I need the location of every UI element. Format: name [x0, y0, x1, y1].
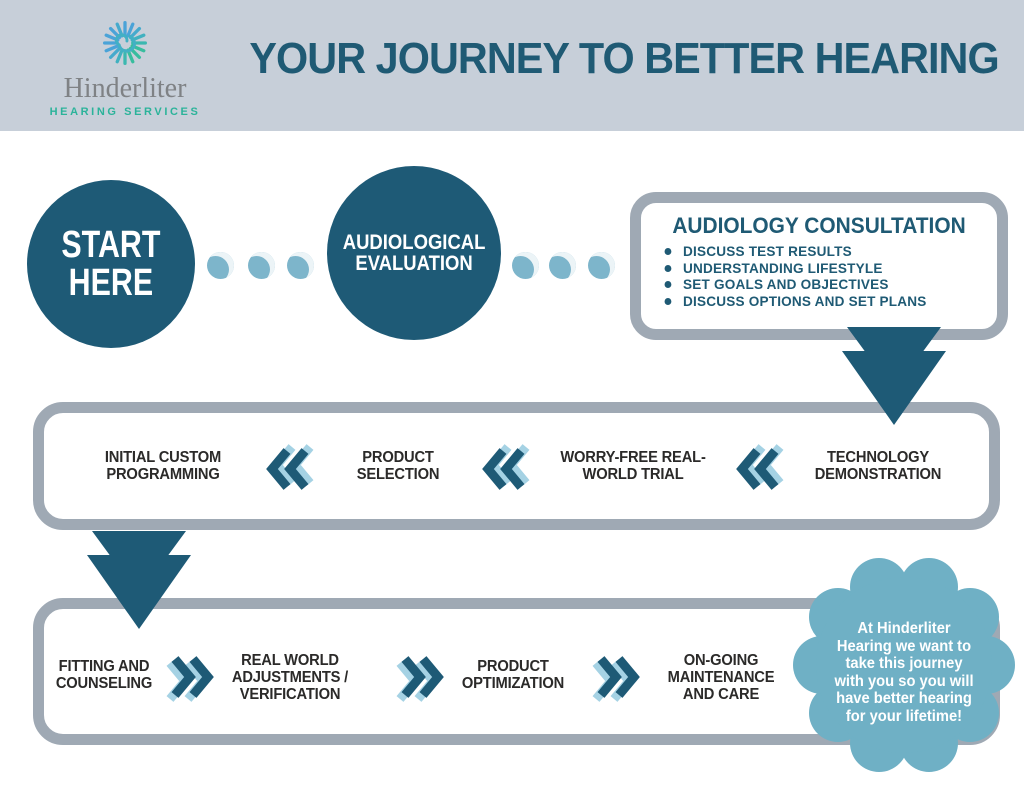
consultation-title: AUDIOLOGY CONSULTATION — [672, 213, 966, 238]
step-line: AND CARE — [682, 686, 760, 703]
step-line: COUNSELING — [55, 675, 153, 692]
double-chevron-left-icon — [482, 444, 530, 490]
badge-text: At Hinderliter Hearing we want to take t… — [802, 558, 1005, 772]
step-line: SELECTION — [356, 466, 440, 483]
consultation-bullet-list: DISCUSS TEST RESULTS UNDERSTANDING LIFES… — [641, 243, 997, 309]
audiological-evaluation-circle: AUDIOLOGICAL EVALUATION — [327, 166, 501, 340]
step-initial-custom-programming: INITIAL CUSTOM PROGRAMMING — [83, 449, 243, 483]
step-technology-demonstration: TECHNOLOGY DEMONSTRATION — [792, 449, 964, 483]
page-title: YOUR JOURNEY TO BETTER HEARING — [249, 34, 999, 83]
progress-dot-icon — [512, 252, 539, 279]
step-line: TECHNOLOGY — [826, 449, 930, 466]
promise-badge: At Hinderliter Hearing we want to take t… — [793, 558, 1015, 772]
progress-dot-icon — [588, 252, 615, 279]
progress-dot-icon — [287, 252, 314, 279]
step-line: ADJUSTMENTS / — [231, 669, 349, 686]
logo-name: Hinderliter — [63, 73, 187, 104]
step-line: VERIFICATION — [239, 686, 341, 703]
evaluation-line: AUDIOLOGICAL — [342, 231, 486, 254]
double-chevron-left-icon — [266, 444, 314, 490]
step-line: FITTING AND — [58, 658, 150, 675]
step-line: INITIAL CUSTOM — [104, 449, 222, 466]
step-product-optimization: PRODUCT OPTIMIZATION — [438, 658, 588, 692]
down-arrow-icon — [87, 531, 191, 629]
start-here-circle: START HERE — [27, 180, 195, 348]
evaluation-line: EVALUATION — [355, 252, 473, 275]
double-chevron-right-icon — [592, 656, 640, 702]
step-line: REAL WORLD — [241, 652, 339, 669]
step-worry-free-trial: WORRY-FREE REAL- WORLD TRIAL — [548, 449, 718, 483]
badge-line: with you so you will — [834, 672, 974, 690]
badge-line: take this journey — [845, 655, 963, 672]
step-line: PROGRAMMING — [106, 466, 220, 483]
step-fitting-and-counseling: FITTING AND COUNSELING — [40, 658, 168, 692]
double-chevron-right-icon — [166, 656, 214, 702]
header: Hinderliter HEARING SERVICES YOUR JOURNE… — [0, 0, 1024, 131]
step-line: PRODUCT — [477, 658, 549, 675]
step-line: DEMONSTRATION — [814, 466, 942, 483]
step-real-world-adjustments: REAL WORLD ADJUSTMENTS / VERIFICATION — [214, 652, 366, 703]
badge-circle — [816, 577, 992, 753]
step-line: ON-GOING — [683, 652, 759, 669]
step-line: OPTIMIZATION — [461, 675, 565, 692]
badge-line: have better hearing — [836, 690, 972, 707]
double-chevron-left-icon — [736, 444, 784, 490]
step-line: WORRY-FREE REAL- — [560, 449, 706, 466]
step-line: WORLD TRIAL — [582, 466, 684, 483]
consultation-bullet: SET GOALS AND OBJECTIVES — [664, 276, 988, 293]
step-line: MAINTENANCE — [667, 669, 775, 686]
progress-dot-icon — [248, 252, 275, 279]
progress-dot-icon — [549, 252, 576, 279]
consultation-bullet: UNDERSTANDING LIFESTYLE — [664, 260, 988, 277]
start-line: START — [61, 224, 161, 266]
badge-line: At Hinderliter — [857, 620, 951, 637]
start-line: HERE — [68, 262, 154, 304]
logo-shell-icon — [103, 20, 147, 65]
progress-dot-icon — [207, 252, 234, 279]
consultation-bullet: DISCUSS OPTIONS AND SET PLANS — [664, 293, 988, 310]
row2-band — [33, 402, 1000, 530]
step-ongoing-maintenance: ON-GOING MAINTENANCE AND CARE — [646, 652, 796, 703]
step-line: PRODUCT — [362, 449, 434, 466]
audiology-consultation-card: AUDIOLOGY CONSULTATION DISCUSS TEST RESU… — [630, 192, 1008, 340]
badge-line: Hearing we want to — [836, 637, 972, 655]
double-chevron-right-icon — [396, 656, 444, 702]
badge-line: for your lifetime! — [845, 707, 963, 725]
logo-subtitle: HEARING SERVICES — [49, 106, 201, 118]
logo: Hinderliter HEARING SERVICES — [20, 6, 230, 126]
step-product-selection: PRODUCT SELECTION — [320, 449, 476, 483]
consultation-bullet: DISCUSS TEST RESULTS — [664, 243, 988, 260]
down-arrow-icon — [842, 327, 946, 425]
